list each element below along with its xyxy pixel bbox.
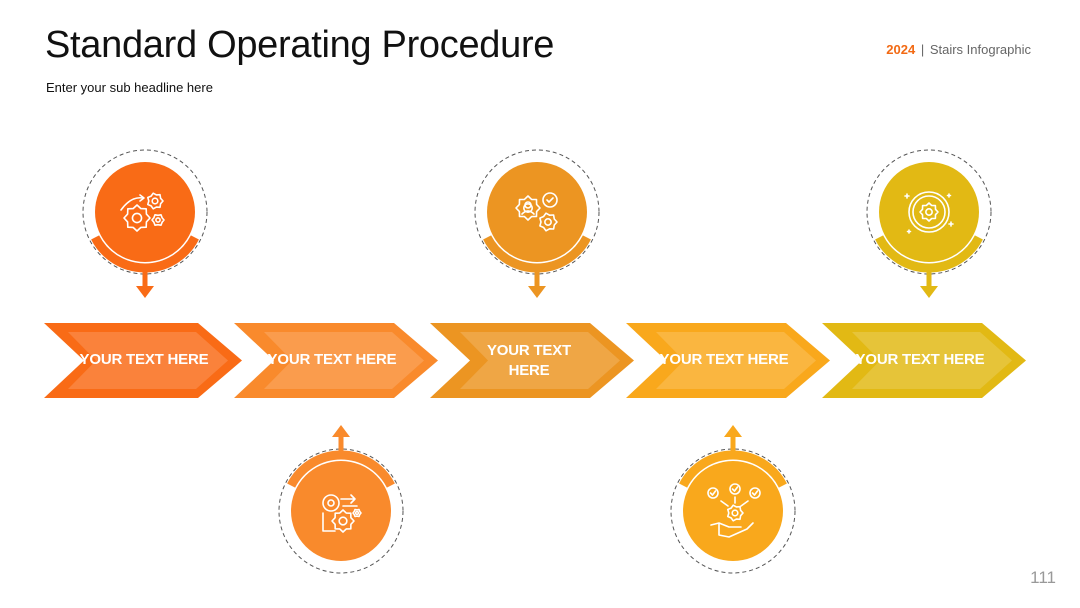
callout-arc (875, 235, 983, 273)
header-tag: 2024 | Stairs Infographic (886, 42, 1031, 57)
target-gear-icon (904, 191, 954, 234)
callout-step-2 (278, 425, 404, 574)
arrow-stem (534, 271, 540, 287)
arrow-down-icon (920, 286, 938, 298)
chevron-step-5 (822, 323, 1026, 398)
chevron-row (44, 323, 1026, 398)
chevron-step-4 (626, 323, 830, 398)
hand-gear-icon (707, 483, 761, 538)
tag-text: Stairs Infographic (929, 42, 1031, 57)
page-number: 111 (1030, 568, 1056, 587)
arrow-up-icon (724, 425, 742, 437)
callout-step-1 (82, 149, 208, 298)
callout-arc (91, 235, 199, 273)
gears-check-icon (515, 192, 558, 232)
gears-arrows-icon (120, 192, 165, 232)
step-label-3: YOUR TEXT HERE (486, 342, 572, 379)
gear-process-icon (322, 494, 362, 533)
chevron-highlight-3 (460, 332, 620, 389)
dashed-ring (474, 149, 600, 275)
step-label-2: YOUR TEXT HERE (267, 351, 397, 368)
callout-arc (483, 235, 591, 273)
step-label-5: YOUR TEXT HERE (855, 351, 985, 368)
arrow-stem (338, 436, 344, 452)
page-title: Standard Operating Procedure (45, 24, 555, 66)
arrow-down-icon (528, 286, 546, 298)
chevron-highlight-2 (264, 332, 424, 389)
tag-separator: | (920, 42, 925, 57)
chevron-highlight-1 (68, 332, 228, 389)
arrow-stem (730, 436, 736, 452)
dashed-ring (866, 149, 992, 275)
arrow-up-icon (332, 425, 350, 437)
callout-step-4 (670, 425, 796, 574)
tag-year: 2024 (886, 42, 916, 57)
callout-step-5 (866, 149, 992, 298)
step-label-1: YOUR TEXT HERE (79, 351, 209, 368)
chevron-highlight-4 (656, 332, 816, 389)
callout-arc (679, 450, 787, 488)
page-subtitle: Enter your sub headline here (46, 80, 213, 95)
callout-step-3 (474, 149, 600, 298)
chevron-step-2 (234, 323, 438, 398)
dashed-ring (278, 448, 404, 574)
arrow-stem (142, 271, 148, 287)
callout-row (82, 149, 992, 574)
step-label-4: YOUR TEXT HERE (659, 351, 789, 368)
chevron-step-1 (44, 323, 242, 398)
icon-circle (95, 162, 195, 262)
dashed-ring (82, 149, 208, 275)
dashed-ring (670, 448, 796, 574)
icon-circle (879, 162, 979, 262)
arrow-down-icon (136, 286, 154, 298)
chevron-highlight-5 (852, 332, 1012, 389)
arrow-stem (926, 271, 932, 287)
chevron-step-3 (430, 323, 634, 398)
callout-arc (287, 450, 395, 488)
